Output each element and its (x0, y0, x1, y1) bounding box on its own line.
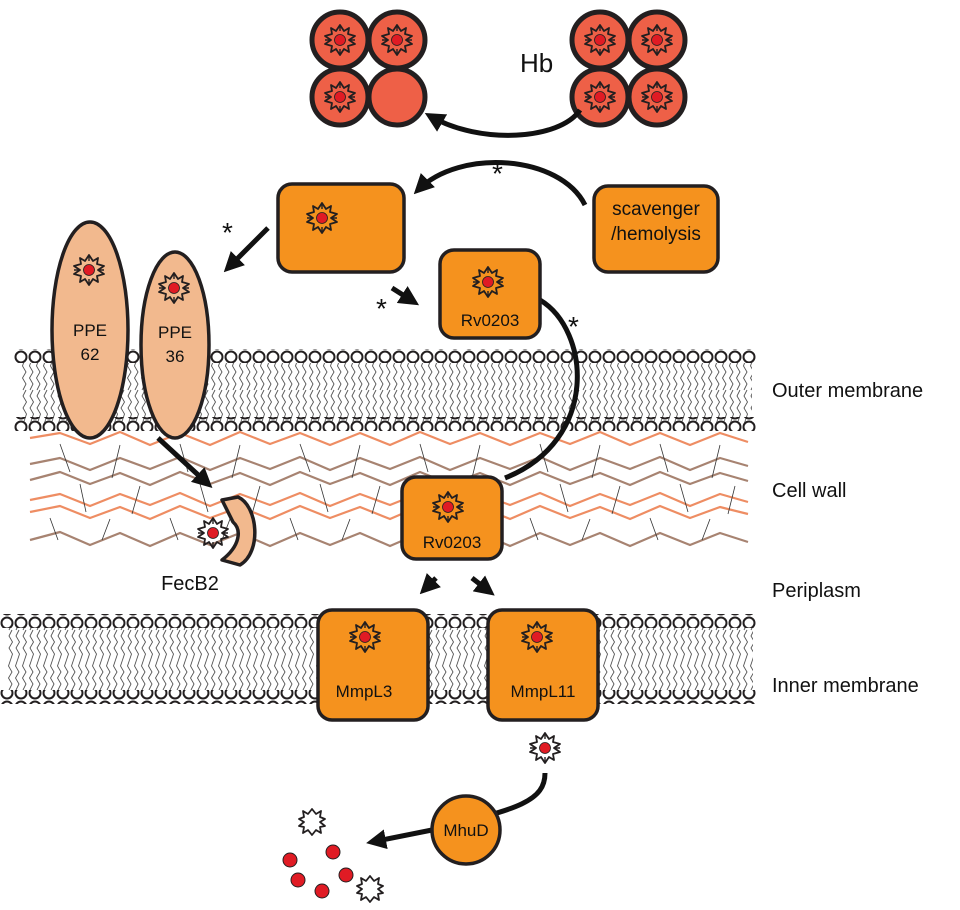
mmpl3-label: MmpL3 (336, 682, 393, 701)
iron-dot-icon (282, 852, 298, 868)
asterisk-4: * (568, 311, 579, 342)
scavenger-hemolysis-box: scavenger /hemolysis (592, 184, 720, 274)
heme-to-rv0203-arrow (390, 285, 420, 306)
mhud-degradation-arrow (366, 827, 433, 850)
asterisk-2: * (222, 217, 233, 248)
hemolysis-label: /hemolysis (611, 224, 701, 245)
mmpl11-transporter: MmpL11 (486, 608, 600, 722)
iron-dot-icon (338, 867, 354, 883)
free-heme-box (276, 182, 406, 274)
rv0203-to-mmpl11-arrow (470, 575, 495, 596)
rv0203-label: Rv0203 (461, 311, 520, 330)
ppe36-label-1: PPE (158, 323, 192, 342)
cell-wall-label: Cell wall (772, 480, 846, 502)
region-labels: Outer membrane Cell wall Periplasm Inner… (772, 380, 923, 697)
ppe36-protein: PPE 36 (139, 250, 211, 440)
inner-membrane-label: Inner membrane (772, 675, 919, 697)
asterisk-1: * (492, 158, 503, 189)
iron-dot-icon (314, 883, 330, 899)
ppe62-protein: PPE 62 (50, 220, 130, 440)
ppe-to-fecb2-arrow (156, 436, 213, 489)
asterisk-3: * (376, 293, 387, 324)
rv0203-transit-arrow (504, 297, 580, 481)
hb-label: Hb (520, 48, 553, 78)
empty-porphyrin-icon (298, 808, 326, 836)
hb-to-apo-arrow (424, 108, 583, 138)
ppe62-label-1: PPE (73, 321, 107, 340)
degradation-products (282, 808, 384, 903)
rv0203-periplasmic-label: Rv0203 (423, 533, 482, 552)
mmpl11-label: MmpL11 (511, 682, 576, 701)
fecb2-protein: FecB2 (161, 495, 257, 595)
mhud-enzyme: MhuD (430, 794, 502, 866)
periplasm-label: Periplasm (772, 580, 861, 602)
scavenger-to-heme-arrow (413, 160, 588, 207)
scavenger-label: scavenger (612, 199, 700, 220)
iron-dot-icon (290, 872, 306, 888)
fecb2-label: FecB2 (161, 573, 219, 595)
heme-icon (529, 732, 561, 764)
ppe36-label-2: 36 (166, 347, 185, 366)
heme-icon (197, 517, 229, 549)
outer-membrane-label: Outer membrane (772, 380, 923, 402)
mmpl3-transporter: MmpL3 (316, 608, 430, 722)
cell-wall-mesh (29, 430, 749, 548)
rv0203-extracellular: Rv0203 (438, 248, 542, 340)
hemoglobin-tetramer-right (572, 12, 685, 125)
rv0203-periplasmic: Rv0203 (400, 475, 504, 561)
apo-globin-subunit (366, 66, 428, 128)
empty-porphyrin-icon (356, 875, 384, 903)
hemoglobin-tetramer-left (312, 12, 428, 128)
mhud-label: MhuD (443, 821, 488, 840)
iron-dot-icon (325, 844, 341, 860)
ppe62-label-2: 62 (81, 345, 100, 364)
rv0203-to-mmpl3-arrow (419, 573, 441, 595)
heme-to-ppe-arrow (223, 226, 270, 273)
